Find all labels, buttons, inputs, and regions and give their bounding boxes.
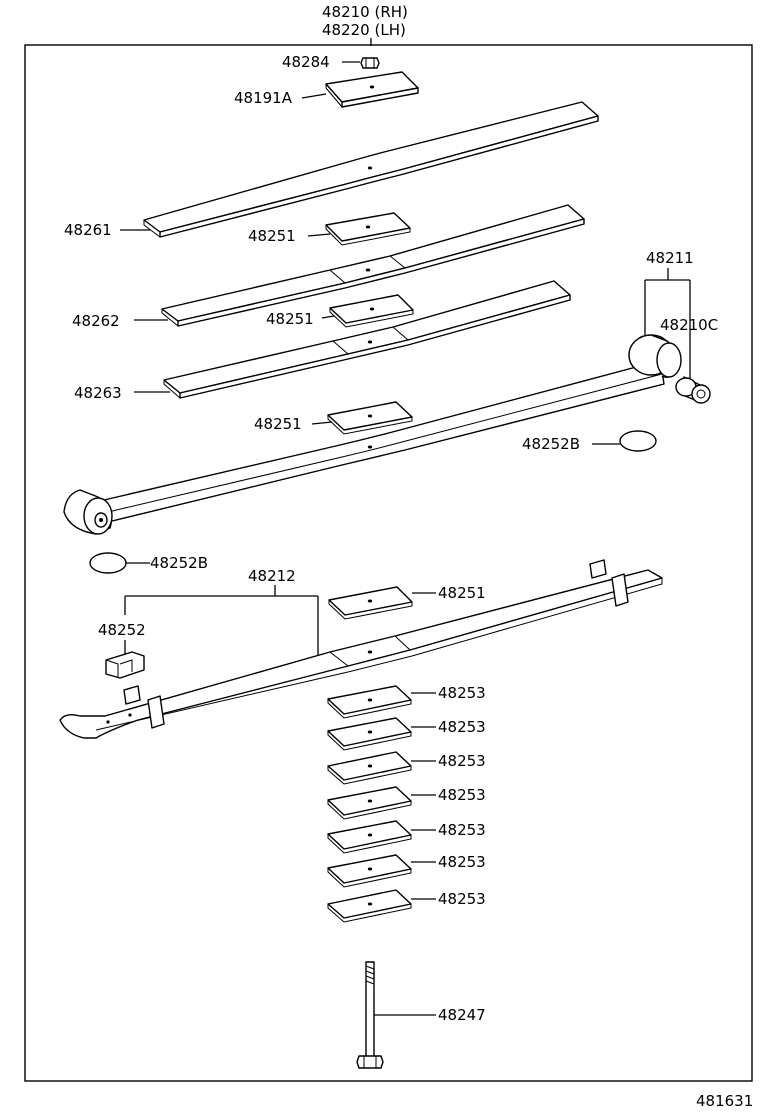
cap-48252b-left [89,552,127,574]
leader-pad-1 [307,233,331,237]
label-part-rh: 48210 (RH) [322,3,408,21]
leaf-spring-48262 [161,204,585,327]
leaf-spring-48263 [163,280,571,399]
label-nut: 48284 [282,53,330,71]
label-bushing: 48210C [660,316,718,334]
label-leaf-2: 48262 [72,312,120,330]
spacer-48253-7 [327,889,412,923]
label-spacer-2: 48253 [438,718,486,736]
lower-leaf-48212 [59,559,663,739]
label-pad-lower: 48251 [438,584,486,602]
pad-48251-middle [329,294,414,328]
label-leaf-1: 48261 [64,221,112,239]
leader-top-plate [301,93,327,99]
nut-48284 [360,57,380,69]
pad-48251-upper [325,212,411,246]
label-spacer-6: 48253 [438,853,486,871]
cap-48252b-right [619,430,657,452]
label-spacer-1: 48253 [438,684,486,702]
spacer-48253-1 [327,685,412,719]
clip-48252 [105,651,145,679]
center-bolt-48247 [356,961,384,1069]
label-lower-assy: 48212 [248,567,296,585]
diagram-frame [24,44,753,1082]
label-spacer-4: 48253 [438,786,486,804]
label-spacer-3: 48253 [438,752,486,770]
bushing-48210c [675,376,711,404]
label-pad-3: 48251 [254,415,302,433]
label-bolt: 48247 [438,1006,486,1024]
label-leaf-3: 48263 [74,384,122,402]
pad-48251-lower [327,401,413,435]
pad-48251-lower-leaf [328,586,413,620]
main-leaf-with-eyes [63,334,682,535]
label-cap-left: 48252B [150,554,208,572]
leaf-spring-48261 [143,101,599,238]
label-spacer-5: 48253 [438,821,486,839]
label-pad-1: 48251 [248,227,296,245]
spacer-48253-6 [327,854,412,888]
diagram-id: 481631 [696,1092,753,1110]
label-pad-2: 48251 [266,310,314,328]
spacer-48253-3 [327,751,412,785]
top-plate-48191a [325,71,419,108]
leader-pad-3 [311,421,333,425]
label-bush-assy: 48211 [646,249,694,267]
label-top-plate: 48191A [234,89,293,107]
leader-pad-2 [321,315,335,319]
label-part-lh: 48220 (LH) [322,21,406,39]
spacer-48253-5 [327,820,412,854]
label-spacer-7: 48253 [438,890,486,908]
spacer-48253-4 [327,786,412,820]
label-clip: 48252 [98,621,146,639]
label-cap-right: 48252B [522,435,580,453]
spacer-48253-2 [327,717,412,751]
